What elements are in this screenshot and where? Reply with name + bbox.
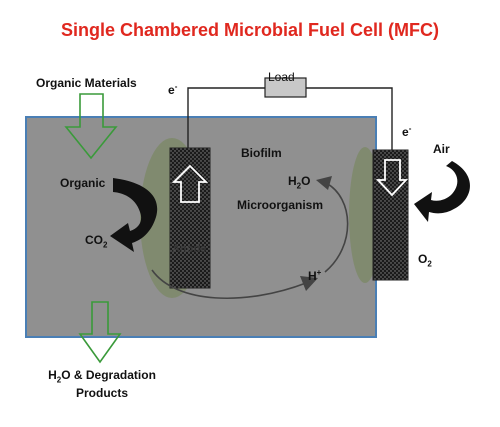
- biofilm-label: Biofilm: [241, 146, 282, 160]
- anode-label: Anode: [172, 243, 207, 255]
- air-label: Air: [433, 142, 450, 156]
- cathode-electron-label: e-: [402, 124, 412, 139]
- products-label: H2O & Degradation Products: [48, 368, 156, 401]
- wire-right: [306, 87, 393, 150]
- anode-electron-label: e-: [168, 82, 178, 97]
- water-path: [324, 182, 349, 273]
- anode-electron-arrow: [171, 164, 209, 203]
- organic-to-co2-arrow: [110, 178, 158, 252]
- organic-materials-label: Organic Materials: [36, 76, 137, 90]
- water-arrowhead: [316, 176, 332, 190]
- h2o-label: H2O: [288, 174, 311, 191]
- load-box: [264, 77, 307, 98]
- diagram-title: Single Chambered Microbial Fuel Cell (MF…: [60, 20, 440, 40]
- inflow-arrow: [64, 93, 118, 160]
- organic-label: Organic: [60, 176, 106, 190]
- load-label: Load: [268, 70, 295, 84]
- wire-left: [187, 87, 265, 148]
- o2-label: O2: [418, 252, 432, 269]
- proton-arrowhead: [300, 276, 318, 291]
- anode-electrode: [169, 147, 211, 289]
- cathode-electrode: [372, 149, 409, 281]
- outflow-arrow: [78, 301, 122, 364]
- co2-label: CO2: [85, 233, 108, 250]
- hplus-label: H+: [308, 268, 322, 283]
- microorganism-label: Microorganism: [237, 198, 324, 212]
- cathode-electron-arrow: [375, 159, 409, 197]
- air-arrow: [414, 161, 471, 222]
- proton-path: [151, 269, 307, 300]
